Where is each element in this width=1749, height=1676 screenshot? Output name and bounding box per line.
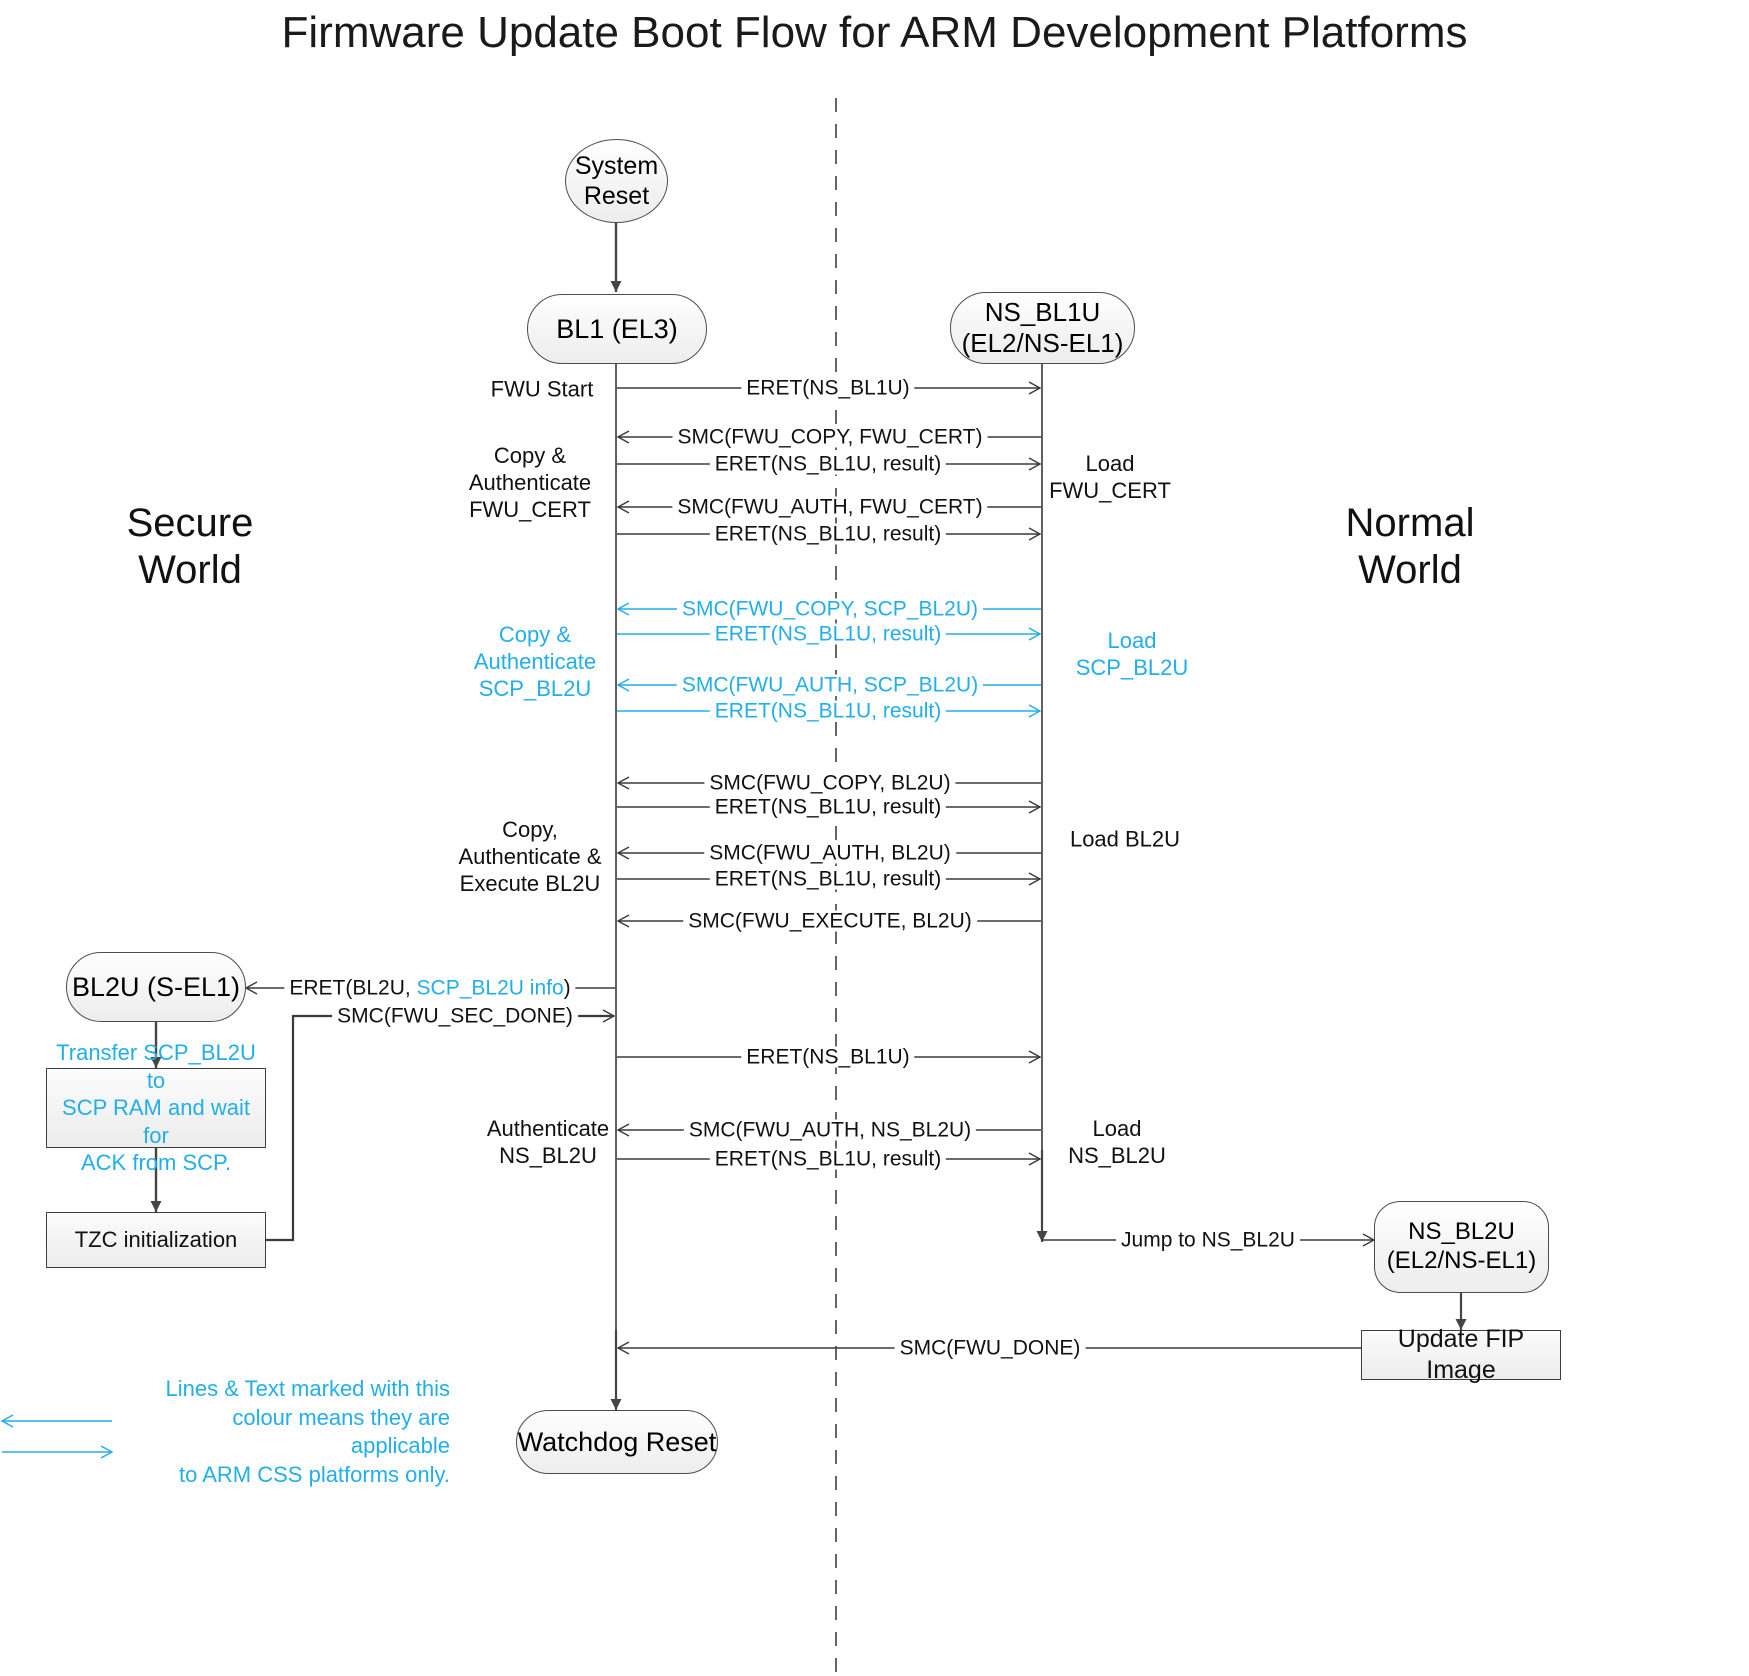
message-label-m7: ERET(NS_BL1U, result) xyxy=(709,623,947,645)
message-label-m2: SMC(FWU_COPY, FWU_CERT) xyxy=(672,426,988,448)
message-label-m18: SMC(FWU_AUTH, NS_BL2U) xyxy=(683,1119,977,1141)
message-label-m13: ERET(NS_BL1U, result) xyxy=(709,868,947,890)
side-label-authenticate-ns-bl2u: Authenticate NS_BL2U xyxy=(486,1116,610,1168)
node-watchdog-reset[interactable]: Watchdog Reset xyxy=(516,1410,718,1474)
normal-world-label: Normal World xyxy=(1345,501,1475,593)
side-label-load-ns-bl2u: Load NS_BL2U xyxy=(1068,1116,1166,1168)
message-label-m11: ERET(NS_BL1U, result) xyxy=(709,796,947,818)
message-label-m15: ERET(BL2U, SCP_BL2U info) xyxy=(284,976,576,1000)
side-label-copy-auth-exec-bl2u: Copy, Authenticate & Execute BL2U xyxy=(458,816,602,896)
node-bl1[interactable]: BL1 (EL3) xyxy=(527,294,707,364)
node-ns-bl1u[interactable]: NS_BL1U (EL2/NS-EL1) xyxy=(950,292,1135,364)
message-label-m19: ERET(NS_BL1U, result) xyxy=(709,1148,947,1170)
message-label-m1: ERET(NS_BL1U) xyxy=(741,377,915,399)
message-label-m8: SMC(FWU_AUTH, SCP_BL2U) xyxy=(676,674,984,696)
message-label-m3: ERET(NS_BL1U, result) xyxy=(709,453,947,475)
node-tzc-initialization[interactable]: TZC initialization xyxy=(46,1212,266,1268)
side-label-copy-auth-scp-bl2u: Copy & Authenticate SCP_BL2U xyxy=(473,621,597,701)
message-label-m15-tail: ) xyxy=(563,976,571,1000)
page-title: Firmware Update Boot Flow for ARM Develo… xyxy=(281,8,1468,57)
message-label-m14: SMC(FWU_EXECUTE, BL2U) xyxy=(683,910,977,932)
node-system-reset[interactable]: System Reset xyxy=(565,139,668,223)
side-label-load-bl2u: Load BL2U xyxy=(1069,826,1181,852)
message-label-m21: SMC(FWU_DONE) xyxy=(894,1337,1086,1359)
side-label-copy-auth-fwu-cert: Copy & Authenticate FWU_CERT xyxy=(468,442,592,522)
message-label-m15-head: ERET(BL2U, xyxy=(289,976,417,1000)
message-label-m20: Jump to NS_BL2U xyxy=(1116,1229,1300,1251)
message-label-m4: SMC(FWU_AUTH, FWU_CERT) xyxy=(672,496,988,518)
message-label-m5: ERET(NS_BL1U, result) xyxy=(709,523,947,545)
message-label-m15-accent: SCP_BL2U info xyxy=(416,976,564,1000)
node-bl2u[interactable]: BL2U (S-EL1) xyxy=(66,952,246,1022)
message-label-m12: SMC(FWU_AUTH, BL2U) xyxy=(704,842,956,864)
side-label-fwu-start: FWU Start xyxy=(490,376,594,402)
message-label-m6: SMC(FWU_COPY, SCP_BL2U) xyxy=(676,598,984,620)
secure-world-label: Secure World xyxy=(126,501,254,593)
message-label-m16: SMC(FWU_SEC_DONE) xyxy=(332,1005,578,1027)
legend-description: Lines & Text marked with this colour mea… xyxy=(165,1376,451,1487)
side-label-load-fwu-cert: Load FWU_CERT xyxy=(1049,451,1171,503)
message-label-m17: ERET(NS_BL1U) xyxy=(741,1046,915,1068)
message-label-m9: ERET(NS_BL1U, result) xyxy=(709,700,947,722)
node-update-fip-image[interactable]: Update FIP Image xyxy=(1361,1325,1561,1384)
message-label-m10: SMC(FWU_COPY, BL2U) xyxy=(704,772,956,794)
side-label-load-scp-bl2u: Load SCP_BL2U xyxy=(1075,628,1189,680)
note-transfer-scp-bl2u: Transfer SCP_BL2U to SCP RAM and wait fo… xyxy=(46,1040,266,1175)
node-ns-bl2u[interactable]: NS_BL2U (EL2/NS-EL1) xyxy=(1374,1201,1549,1293)
